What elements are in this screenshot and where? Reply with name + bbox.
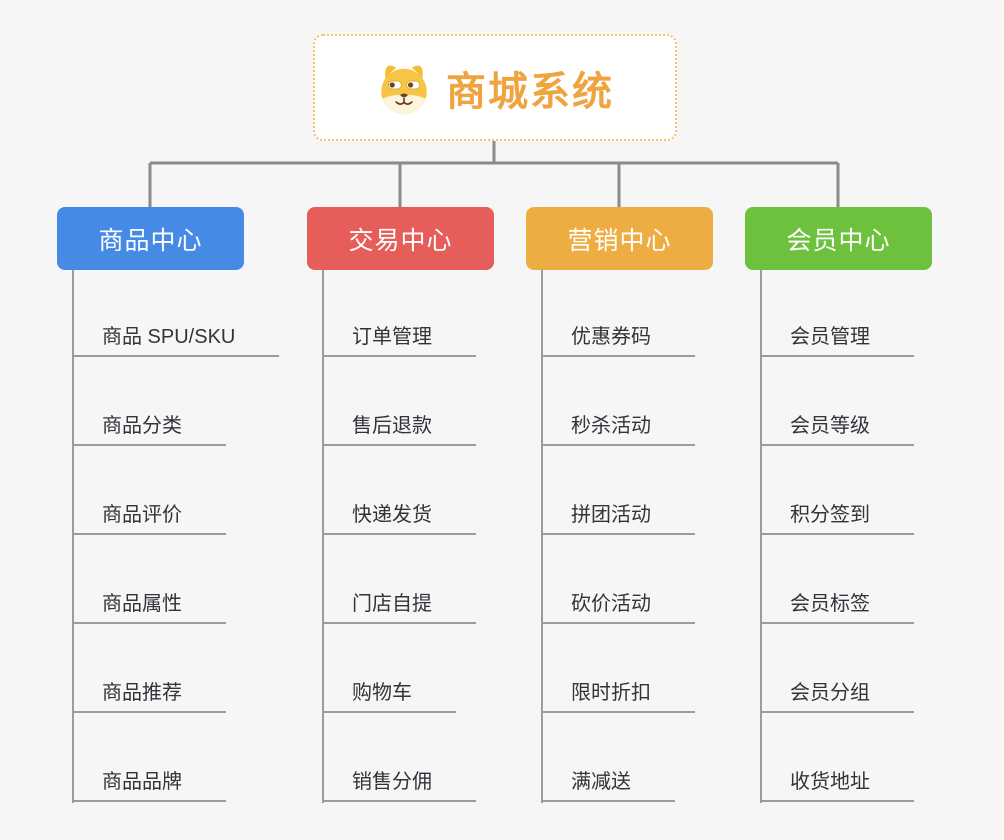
root-title: 商城系统 bbox=[446, 69, 614, 114]
topic-node[interactable]: 积分签到 bbox=[760, 499, 914, 535]
topic-node[interactable]: 商品评价 bbox=[72, 499, 226, 535]
topic-node[interactable]: 满减送 bbox=[541, 766, 675, 802]
topic-node[interactable]: 限时折扣 bbox=[541, 677, 695, 713]
branch-marketing-center: 营销中心 优惠券码 秒杀活动 拼团活动 砍价活动 限时折扣 满减送 bbox=[526, 207, 786, 817]
topic-node[interactable]: 商品分类 bbox=[72, 410, 226, 446]
topic-node[interactable]: 订单管理 bbox=[322, 321, 476, 357]
topic-node[interactable]: 门店自提 bbox=[322, 588, 476, 624]
tree-connector-path bbox=[148, 141, 840, 207]
branch-node-product-center[interactable]: 商品中心 bbox=[57, 207, 244, 270]
branch-node-marketing-center[interactable]: 营销中心 bbox=[526, 207, 713, 270]
topic-node[interactable]: 秒杀活动 bbox=[541, 410, 695, 446]
topic-node[interactable]: 会员分组 bbox=[760, 677, 914, 713]
branch-node-member-center[interactable]: 会员中心 bbox=[745, 207, 932, 270]
topic-node[interactable]: 快递发货 bbox=[322, 499, 476, 535]
root-node[interactable]: 商城系统 bbox=[313, 34, 677, 141]
topic-node[interactable]: 会员管理 bbox=[760, 321, 914, 357]
topic-node[interactable]: 优惠券码 bbox=[541, 321, 695, 357]
topic-node[interactable]: 购物车 bbox=[322, 677, 456, 713]
topic-node[interactable]: 商品 SPU/SKU bbox=[72, 321, 280, 357]
branch-trunk-line bbox=[760, 270, 762, 803]
branch-trunk-line bbox=[72, 270, 74, 803]
topic-node[interactable]: 砍价活动 bbox=[541, 588, 695, 624]
branch-member-center: 会员中心 会员管理 会员等级 积分签到 会员标签 会员分组 收货地址 bbox=[745, 207, 1004, 817]
topic-node[interactable]: 收货地址 bbox=[760, 766, 914, 802]
branch-trunk-line bbox=[541, 270, 543, 803]
topic-node[interactable]: 商品属性 bbox=[72, 588, 226, 624]
dog-face-icon bbox=[376, 60, 432, 116]
topic-node[interactable]: 会员等级 bbox=[760, 410, 914, 446]
topic-node[interactable]: 销售分佣 bbox=[322, 766, 476, 802]
topic-node[interactable]: 售后退款 bbox=[322, 410, 476, 446]
branch-trunk-line bbox=[322, 270, 324, 803]
topic-node[interactable]: 商品推荐 bbox=[72, 677, 226, 713]
branch-product-center: 商品中心 商品 SPU/SKU 商品分类 商品评价 商品属性 商品推荐 商品品牌 bbox=[57, 207, 317, 817]
topic-node[interactable]: 商品品牌 bbox=[72, 766, 226, 802]
branch-trade-center: 交易中心 订单管理 售后退款 快递发货 门店自提 购物车 销售分佣 bbox=[307, 207, 567, 817]
topic-node[interactable]: 会员标签 bbox=[760, 588, 914, 624]
topic-node[interactable]: 拼团活动 bbox=[541, 499, 695, 535]
branch-node-trade-center[interactable]: 交易中心 bbox=[307, 207, 494, 270]
